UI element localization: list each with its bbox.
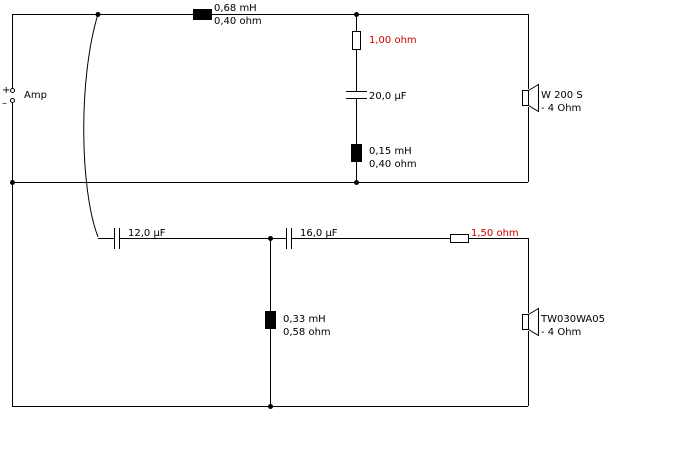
resistor-icon[interactable] xyxy=(450,234,469,243)
junction-dot xyxy=(268,404,273,409)
speaker-icon[interactable] xyxy=(522,90,529,106)
capacitor-value: 12,0 µF xyxy=(128,228,166,239)
speaker-impedance: - 4 Ohm xyxy=(541,327,581,338)
tweeter-shunt-inductor[interactable]: 0,33 mH 0,58 ohm xyxy=(265,311,331,338)
woofer-speaker[interactable]: W 200 S - 4 Ohm xyxy=(522,83,583,115)
capacitor-value: 16,0 µF xyxy=(300,228,338,239)
amp-minus-terminal[interactable] xyxy=(10,98,15,103)
inductor-resistance: 0,40 ohm xyxy=(214,16,262,27)
tweeter-series-resistor[interactable]: 1,50 ohm xyxy=(450,228,519,243)
tweeter-speaker[interactable]: TW030WA05 - 4 Ohm xyxy=(522,307,606,339)
amp-plus-sign: + xyxy=(2,85,10,96)
resistor-value: 1,00 ohm xyxy=(369,35,417,46)
inductor-value: 0,33 mH xyxy=(283,314,326,325)
junction-dot xyxy=(354,12,359,17)
speaker-impedance: - 4 Ohm xyxy=(541,103,581,114)
amp-label: Amp xyxy=(24,90,47,101)
inductor-icon[interactable] xyxy=(351,144,362,162)
tweeter-capacitor-1[interactable]: 12,0 µF xyxy=(114,228,166,249)
resistor-icon[interactable] xyxy=(352,31,361,50)
inductor-resistance: 0,58 ohm xyxy=(283,327,331,338)
wire-jumper-curve xyxy=(83,13,99,238)
junction-dot xyxy=(354,180,359,185)
inductor-value: 0,15 mH xyxy=(369,146,412,157)
junctions xyxy=(10,12,359,409)
inductor-resistance: 0,40 ohm xyxy=(369,159,417,170)
junction-dot xyxy=(268,236,273,241)
woofer-zobel-resistor[interactable]: 1,00 ohm xyxy=(352,31,417,50)
speaker-model: TW030WA05 xyxy=(540,314,605,325)
amp-terminals[interactable]: + – Amp xyxy=(2,85,47,109)
woofer-zobel-inductor[interactable]: 0,15 mH 0,40 ohm xyxy=(351,144,417,170)
amp-plus-terminal[interactable] xyxy=(10,88,15,93)
speaker-icon[interactable] xyxy=(522,314,529,330)
inductor-icon[interactable] xyxy=(193,9,212,20)
woofer-series-inductor[interactable]: 0,68 mH 0,40 ohm xyxy=(193,3,262,27)
amp-minus-sign: – xyxy=(2,98,7,109)
junction-dot xyxy=(95,12,101,17)
inductor-icon[interactable] xyxy=(265,311,276,329)
inductor-value: 0,68 mH xyxy=(214,3,257,14)
woofer-zobel-capacitor[interactable]: 20,0 µF xyxy=(346,91,407,102)
capacitor-value: 20,0 µF xyxy=(369,91,407,102)
speaker-model: W 200 S xyxy=(541,90,583,101)
wires xyxy=(12,13,529,407)
tweeter-capacitor-2[interactable]: 16,0 µF xyxy=(286,228,338,249)
junction-dot xyxy=(10,180,15,185)
resistor-value: 1,50 ohm xyxy=(471,228,519,239)
